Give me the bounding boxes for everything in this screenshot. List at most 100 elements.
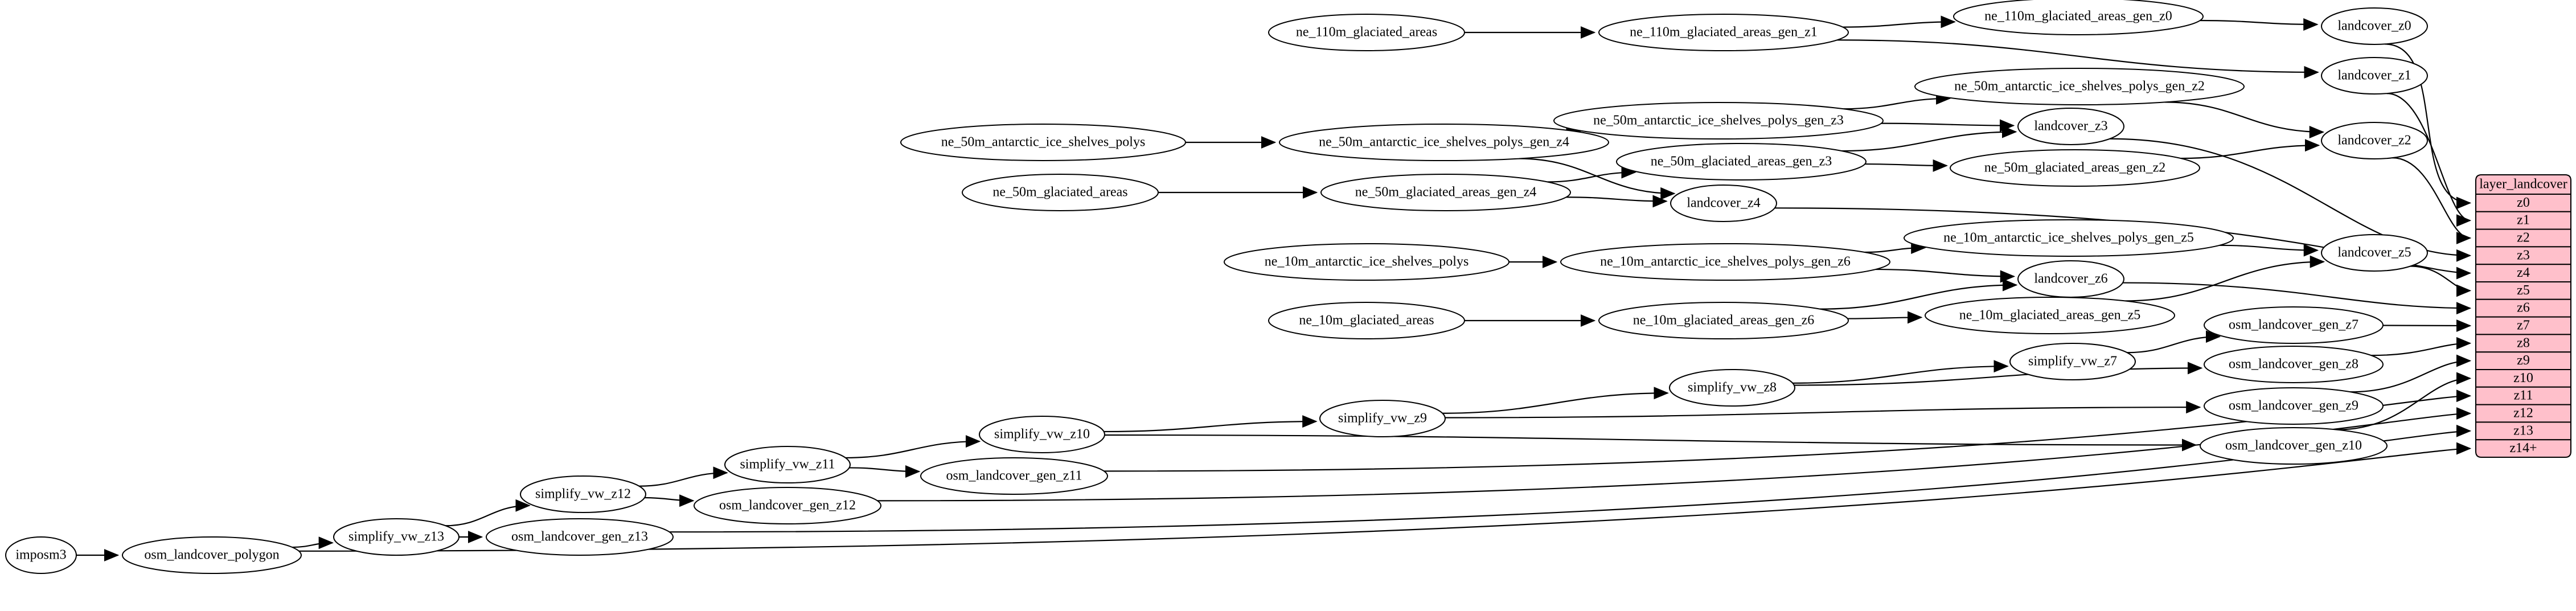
- graph-edge-simplify_vw_z8--simplify_vw_z7: [1792, 360, 2009, 384]
- graph-node-ne_110m_glaciated_areas[interactable]: ne_110m_glaciated_areas: [1268, 14, 1465, 51]
- node-layer: ne_110m_glaciated_areas ne_110m_glaciated…: [5, 0, 2428, 574]
- graph-node-simplify_vw_z12[interactable]: simplify_vw_z12: [520, 475, 646, 513]
- graph-node-ne_110m_glaciated_areas_gen_z0[interactable]: ne_110m_glaciated_areas_gen_z0: [1953, 0, 2204, 35]
- graph-edge-ne_50m_glaciated_areas_gen_z2--landcover_z2: [2180, 139, 2320, 159]
- graph-node-osm_landcover_gen_z10[interactable]: osm_landcover_gen_z10: [2200, 427, 2388, 465]
- graph-edge-ne_50m_glaciated_areas_gen_z3--landcover_z3: [1841, 125, 2017, 152]
- graph-node-ne_10m_glaciated_areas_gen_z5[interactable]: ne_10m_glaciated_areas_gen_z5: [1925, 297, 2175, 334]
- graph-edge-ne_50m_glaciated_areas_gen_z4--ne_50m_glaciated_areas_gen_z3: [1547, 166, 1636, 183]
- graph-node-simplify_vw_z8[interactable]: simplify_vw_z8: [1669, 369, 1795, 407]
- node-ellipse: [2321, 57, 2428, 95]
- graph-edge-ne_110m_glaciated_areas_gen_z1--landcover_z1: [1837, 39, 2319, 79]
- node-label: simplify_vw_z10: [994, 427, 1090, 442]
- node-label: ne_50m_antarctic_ice_shelves_polys_gen_z…: [1954, 79, 2205, 94]
- graph-node-ne_10m_glaciated_areas_gen_z6[interactable]: ne_10m_glaciated_areas_gen_z6: [1598, 302, 1849, 339]
- graph-node-ne_50m_glaciated_areas_gen_z3[interactable]: ne_50m_glaciated_areas_gen_z3: [1616, 143, 1867, 181]
- graph-node-ne_50m_antarctic_ice_shelves_polys_gen_z3[interactable]: ne_50m_antarctic_ice_shelves_polys_gen_z…: [1553, 102, 1884, 140]
- node-ellipse: [2204, 387, 2384, 425]
- graph-node-landcover_z4[interactable]: landcover_z4: [1670, 184, 1777, 222]
- graph-node-simplify_vw_z7[interactable]: simplify_vw_z7: [2009, 343, 2136, 380]
- table-row-label-z13: z13: [2513, 423, 2533, 438]
- node-label: simplify_vw_z13: [348, 530, 444, 544]
- graph-node-landcover_z5[interactable]: landcover_z5: [2321, 234, 2428, 272]
- node-ellipse: [2321, 122, 2428, 159]
- graph-node-landcover_z0[interactable]: landcover_z0: [2321, 7, 2428, 45]
- graph-node-osm_landcover_gen_z11[interactable]: osm_landcover_gen_z11: [920, 457, 1108, 495]
- graph-node-osm_landcover_gen_z7[interactable]: osm_landcover_gen_z7: [2204, 306, 2384, 344]
- graph-edge-simplify_vw_z12--osm_landcover_gen_z12: [645, 494, 695, 507]
- node-label: landcover_z0: [2337, 19, 2411, 34]
- graph-node-ne_50m_antarctic_ice_shelves_polys_gen_z2[interactable]: ne_50m_antarctic_ice_shelves_polys_gen_z…: [1914, 68, 2245, 105]
- table-edge-osm_landcover_polygon--z14+: [298, 442, 2472, 552]
- graph-node-ne_10m_antarctic_ice_shelves_polys[interactable]: ne_10m_antarctic_ice_shelves_polys: [1224, 243, 1509, 281]
- graph-node-osm_landcover_gen_z12[interactable]: osm_landcover_gen_z12: [694, 487, 881, 524]
- node-label: ne_10m_antarctic_ice_shelves_polys_gen_z…: [1600, 255, 1851, 269]
- graph-node-ne_50m_glaciated_areas_gen_z2[interactable]: ne_50m_glaciated_areas_gen_z2: [1950, 149, 2200, 187]
- graph-edge-ne_50m_antarctic_ice_shelves_polys_gen_z3--ne_50m_antarctic_ice_shelves_polys_gen_z2: [1843, 92, 1951, 110]
- graph-node-osm_landcover_gen_z8[interactable]: osm_landcover_gen_z8: [2204, 346, 2384, 383]
- graph-edge-simplify_vw_z8--osm_landcover_gen_z8: [1794, 362, 2203, 386]
- node-label: ne_10m_antarctic_ice_shelves_polys: [1265, 255, 1469, 269]
- node-ellipse: [920, 457, 1108, 495]
- graph-node-ne_50m_antarctic_ice_shelves_polys[interactable]: ne_50m_antarctic_ice_shelves_polys: [900, 124, 1186, 161]
- node-label: landcover_z5: [2337, 245, 2411, 260]
- graph-node-imposm3[interactable]: imposm3: [5, 536, 77, 574]
- graph-node-ne_10m_glaciated_areas[interactable]: ne_10m_glaciated_areas: [1268, 302, 1465, 339]
- node-label: landcover_z1: [2337, 68, 2411, 83]
- node-ellipse: [2321, 7, 2428, 45]
- graph-edge-simplify_vw_z10--osm_landcover_gen_z10: [1104, 434, 2197, 452]
- node-ellipse: [1268, 14, 1465, 51]
- graph-node-ne_110m_glaciated_areas_gen_z1[interactable]: ne_110m_glaciated_areas_gen_z1: [1598, 14, 1849, 51]
- node-ellipse: [1950, 149, 2200, 187]
- graph-node-osm_landcover_gen_z13[interactable]: osm_landcover_gen_z13: [486, 518, 674, 556]
- node-ellipse: [1319, 400, 1446, 437]
- node-label: ne_50m_glaciated_areas_gen_z3: [1651, 154, 1832, 169]
- table-edge-osm_landcover_gen_z12--z12: [877, 407, 2472, 502]
- node-label: osm_landcover_gen_z12: [719, 498, 856, 513]
- node-label: ne_50m_antarctic_ice_shelves_polys_gen_z…: [1593, 113, 1844, 128]
- table-edge-landcover_z5--z5: [2410, 265, 2472, 297]
- node-ellipse: [1224, 243, 1509, 281]
- table-row-label-z12: z12: [2513, 406, 2533, 421]
- graph-node-simplify_vw_z13[interactable]: simplify_vw_z13: [333, 518, 460, 556]
- graph-edge-ne_10m_glaciated_areas_gen_z6--landcover_z6: [1820, 278, 2018, 310]
- graph-edge-ne_10m_antarctic_ice_shelves_polys_gen_z6--landcover_z6: [1875, 268, 2016, 283]
- node-ellipse: [1669, 369, 1795, 407]
- graph-node-ne_10m_antarctic_ice_shelves_polys_gen_z6[interactable]: ne_10m_antarctic_ice_shelves_polys_gen_z…: [1560, 243, 1890, 281]
- graph-node-ne_50m_glaciated_areas[interactable]: ne_50m_glaciated_areas: [962, 174, 1159, 211]
- table-header-cell: [2475, 174, 2571, 195]
- graph-node-landcover_z1[interactable]: landcover_z1: [2321, 57, 2428, 95]
- graph-node-osm_landcover_gen_z9[interactable]: osm_landcover_gen_z9: [2204, 387, 2384, 425]
- table-row-label-z14+: z14+: [2509, 441, 2537, 456]
- graph-node-ne_10m_antarctic_ice_shelves_polys_gen_z5[interactable]: ne_10m_antarctic_ice_shelves_polys_gen_z…: [1904, 219, 2234, 257]
- table-row-label-z11: z11: [2514, 388, 2533, 403]
- graph-edge-simplify_vw_z9--simplify_vw_z8: [1442, 387, 1669, 414]
- graph-node-ne_50m_glaciated_areas_gen_z4[interactable]: ne_50m_glaciated_areas_gen_z4: [1320, 174, 1571, 211]
- node-ellipse: [520, 475, 646, 513]
- graph-node-simplify_vw_z9[interactable]: simplify_vw_z9: [1319, 400, 1446, 437]
- graph-node-simplify_vw_z11[interactable]: simplify_vw_z11: [724, 446, 851, 483]
- table-row-label-z10: z10: [2513, 371, 2533, 386]
- graph-node-landcover_z3[interactable]: landcover_z3: [2017, 108, 2124, 145]
- graph-node-osm_landcover_polygon[interactable]: osm_landcover_polygon: [122, 536, 302, 574]
- node-label: ne_50m_glaciated_areas_gen_z2: [1984, 161, 2166, 175]
- table-edge-landcover_z1--z1: [2386, 93, 2472, 227]
- node-ellipse: [2017, 108, 2124, 145]
- table-header-label: layer_landcover: [2479, 177, 2567, 192]
- table-row-z14+[interactable]: [2475, 439, 2571, 458]
- node-label: osm_landcover_gen_z7: [2229, 318, 2358, 333]
- graph-node-landcover_z2[interactable]: landcover_z2: [2321, 122, 2428, 159]
- node-label: simplify_vw_z7: [2028, 354, 2117, 369]
- node-ellipse: [486, 518, 674, 556]
- node-ellipse: [1598, 302, 1849, 339]
- node-label: osm_landcover_gen_z13: [511, 530, 648, 544]
- graph-node-ne_50m_antarctic_ice_shelves_polys_gen_z4[interactable]: ne_50m_antarctic_ice_shelves_polys_gen_z…: [1279, 124, 1609, 161]
- node-label: ne_10m_glaciated_areas_gen_z5: [1959, 308, 2141, 323]
- node-ellipse: [1914, 68, 2245, 105]
- graph-edge-ne_110m_glaciated_areas_gen_z1--ne_110m_glaciated_areas_gen_z0: [1843, 15, 1956, 28]
- node-label: ne_50m_antarctic_ice_shelves_polys_gen_z…: [1319, 135, 1569, 150]
- graph-node-simplify_vw_z10[interactable]: simplify_vw_z10: [979, 416, 1105, 453]
- edge-layer: [76, 15, 2472, 561]
- table-edge-landcover_z4--z4: [1774, 207, 2472, 280]
- graph-node-landcover_z6[interactable]: landcover_z6: [2017, 260, 2124, 298]
